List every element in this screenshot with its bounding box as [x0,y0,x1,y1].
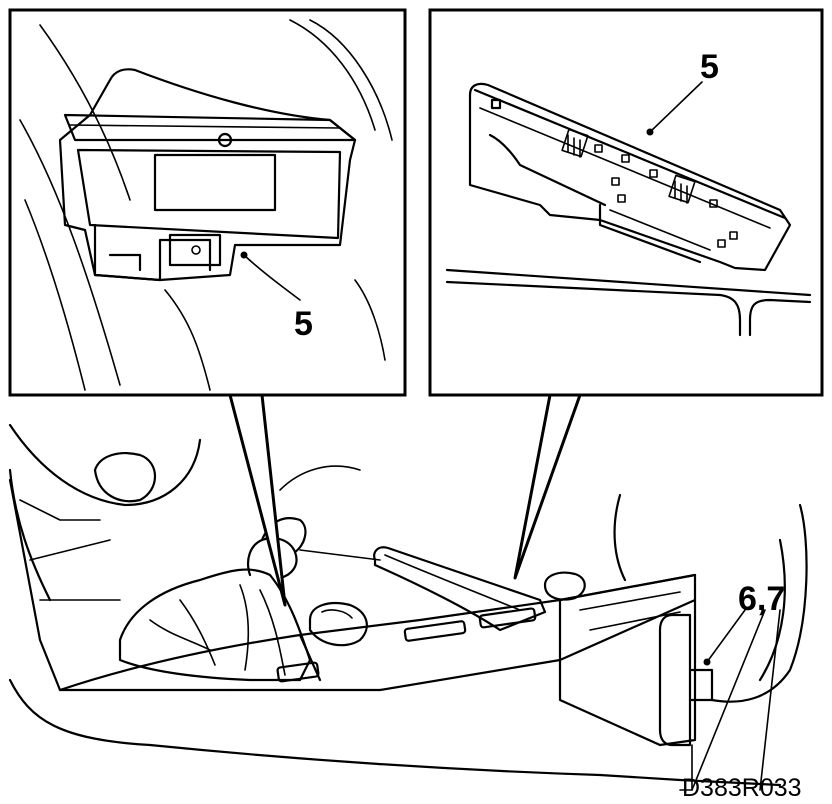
callout-label-5-left: 5 [294,305,313,343]
callout-label-5-right: 5 [700,48,719,86]
inset-pointers [228,393,582,607]
inset-left-switch-front: 5 [8,8,407,397]
inset-right-switch-top: 5 [428,8,824,397]
center-console-scene [8,423,808,791]
callout-label-6-7: 6,7 [738,580,785,618]
drawing-code: D383R033 [682,774,802,802]
